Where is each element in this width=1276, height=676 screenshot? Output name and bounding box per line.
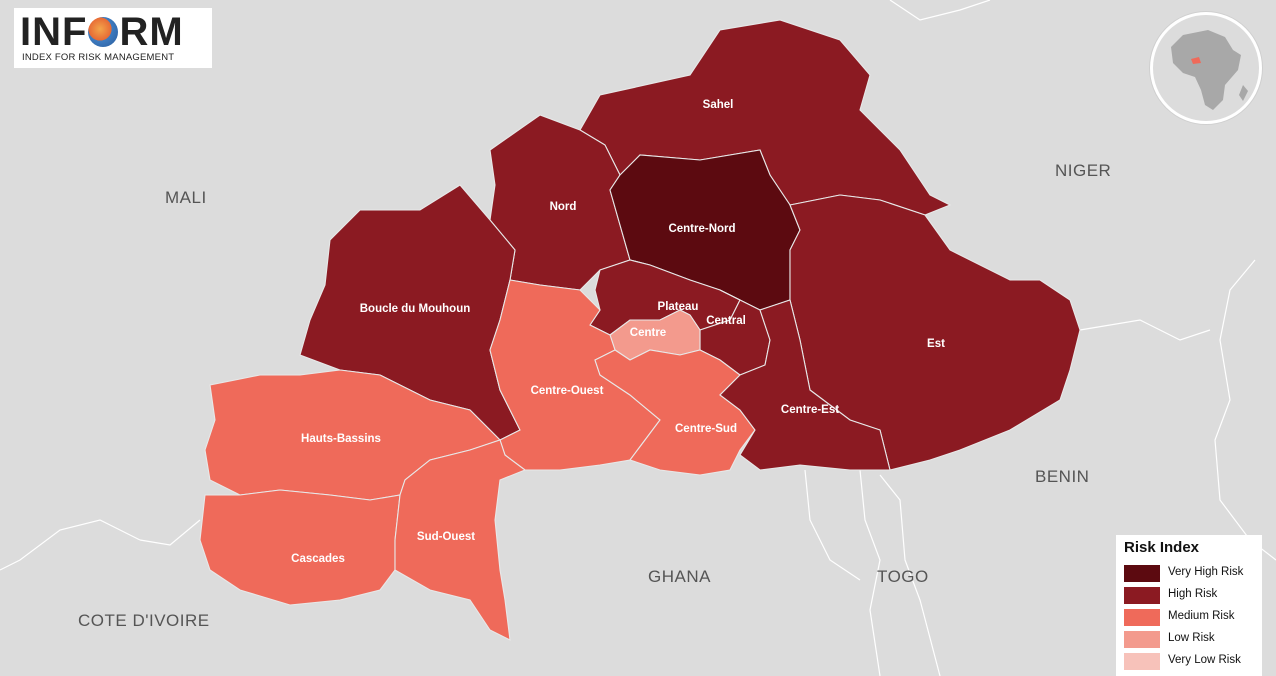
legend-swatch [1124, 653, 1160, 670]
country-label-ghana: GHANA [648, 567, 711, 586]
africa-locator-globe [1150, 12, 1262, 124]
region-label-centre-nord: Centre-Nord [668, 223, 735, 235]
region-label-boucle-du-mouhoun: Boucle du Mouhoun [360, 303, 471, 315]
legend-label: Medium Risk [1168, 610, 1235, 622]
africa-icon [1171, 30, 1248, 110]
region-label-sahel: Sahel [703, 99, 734, 111]
region-centre-sud[interactable] [594, 349, 756, 476]
region-label-centre-est: Centre-Est [781, 404, 839, 416]
legend-title: Risk Index [1124, 539, 1200, 556]
region-centre-est[interactable] [719, 299, 891, 471]
region-label-cascades: Cascades [291, 553, 345, 565]
logo-tagline: INDEX FOR RISK MANAGEMENT [22, 52, 175, 63]
region-label-est: Est [927, 338, 945, 350]
legend-label: High Risk [1168, 588, 1218, 600]
country-label-mali: MALI [165, 188, 207, 207]
region-label-central: Central [706, 315, 746, 327]
country-label-cote-divoire: COTE D'IVOIRE [78, 611, 210, 630]
country-label-benin: BENIN [1035, 467, 1089, 486]
region-label-hauts-bassins: Hauts-Bassins [301, 433, 381, 445]
legend-label: Very Low Risk [1168, 654, 1241, 666]
risk-index-legend: Risk Index Very High Risk High Risk Medi… [1116, 535, 1262, 676]
region-label-nord: Nord [550, 201, 577, 213]
region-label-centre-ouest: Centre-Ouest [531, 385, 604, 397]
globe-o-icon [88, 17, 119, 47]
legend-label: Low Risk [1168, 632, 1215, 644]
legend-swatch [1124, 565, 1160, 582]
country-label-niger: NIGER [1055, 161, 1111, 180]
region-labels: Sahel Nord Centre-Nord Est Boucle du Mou… [291, 99, 945, 565]
legend-label: Very High Risk [1168, 566, 1244, 578]
location-marker [1191, 57, 1201, 64]
region-sud-ouest[interactable] [394, 439, 527, 641]
legend-swatch [1124, 587, 1160, 604]
legend-swatch [1124, 631, 1160, 648]
regions [199, 19, 1081, 641]
country-label-togo: TOGO [877, 567, 929, 586]
legend-swatch [1124, 609, 1160, 626]
country-labels: MALI NIGER BENIN TOGO GHANA COTE D'IVOIR… [78, 161, 1111, 630]
region-label-centre: Centre [630, 327, 666, 339]
region-label-centre-sud: Centre-Sud [675, 423, 737, 435]
region-label-plateau: Plateau [658, 301, 699, 313]
region-label-sud-ouest: Sud-Ouest [417, 531, 475, 543]
